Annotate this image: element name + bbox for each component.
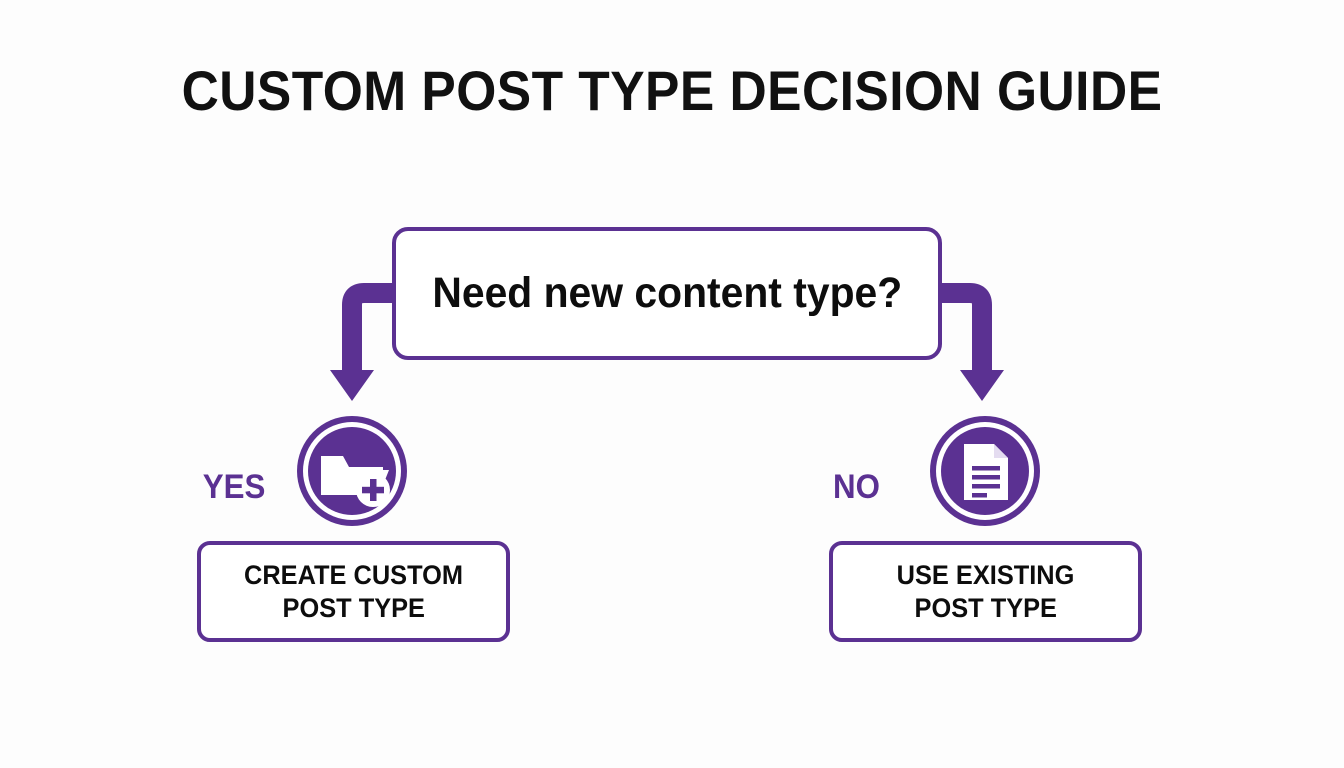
branch-label-yes: YES xyxy=(202,468,266,506)
branch-label-no: NO xyxy=(833,468,880,506)
decision-question: Need new content type? xyxy=(432,269,902,317)
outcome-node-create-custom-post-type[interactable]: CREATE CUSTOM POST TYPE xyxy=(197,541,510,642)
connector-yes-arrowhead xyxy=(330,370,374,401)
folder-plus-icon xyxy=(297,416,407,526)
connector-yes-line xyxy=(342,283,392,372)
outcome-line-2: POST TYPE xyxy=(914,592,1057,623)
document-icon xyxy=(930,416,1040,526)
connector-no-arrowhead xyxy=(960,370,1004,401)
outcome-line-1: USE EXISTING xyxy=(896,559,1075,590)
outcome-line-2: POST TYPE xyxy=(282,592,425,623)
outcome-line-1: CREATE CUSTOM xyxy=(243,559,464,590)
connector-no-line xyxy=(942,283,992,372)
decision-node[interactable]: Need new content type? xyxy=(392,227,942,360)
page-title: CUSTOM POST TYPE DECISION GUIDE xyxy=(181,59,1163,122)
outcome-node-use-existing-post-type[interactable]: USE EXISTING POST TYPE xyxy=(829,541,1142,642)
